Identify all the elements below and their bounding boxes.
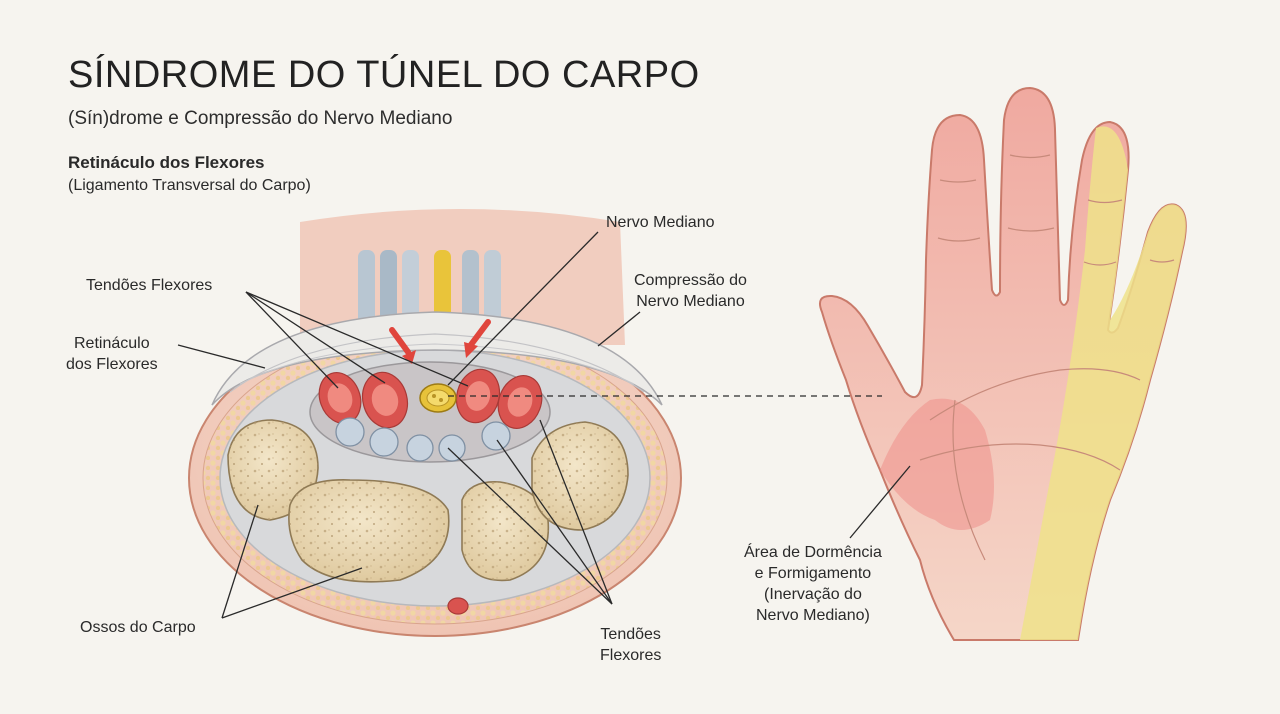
blood-vessel [447,597,469,615]
page-subtitle: (Sín)drome e Compressão do Nervo Mediano [68,108,453,129]
section-subtitle: (Ligamento Transversal do Carpo) [68,177,311,194]
section-title: Retináculo dos Flexores [68,153,265,172]
label-compressao: Compressão do Nervo Mediano [634,272,747,310]
page-title: SÍNDROME DO TÚNEL DO CARPO [68,54,700,96]
wrist-cross-section [188,209,682,637]
palm-redness [880,398,994,530]
leader-lines [177,231,911,619]
median-nerve [419,383,457,413]
tendon-2 [361,371,409,429]
tendon-4 [497,375,543,429]
label-nervo-mediano: Nervo Mediano [606,214,715,231]
label-tendoes-flexores-bottom: Tendões Flexores [600,626,662,664]
numbness-area [1020,126,1186,641]
label-area-dormencia: Área de Dormência e Formigamento (Inerva… [744,544,882,624]
deep-tendons [335,417,511,462]
label-tendoes-flexores-top: Tendões Flexores [86,277,213,294]
flexor-tendons [318,368,543,429]
hand [819,86,1187,641]
label-ossos-do-carpo: Ossos do Carpo [80,619,196,636]
compression-arrows [389,319,491,364]
label-retinaculo: Retináculo dos Flexores [66,335,158,373]
carpal-bones [227,419,629,583]
